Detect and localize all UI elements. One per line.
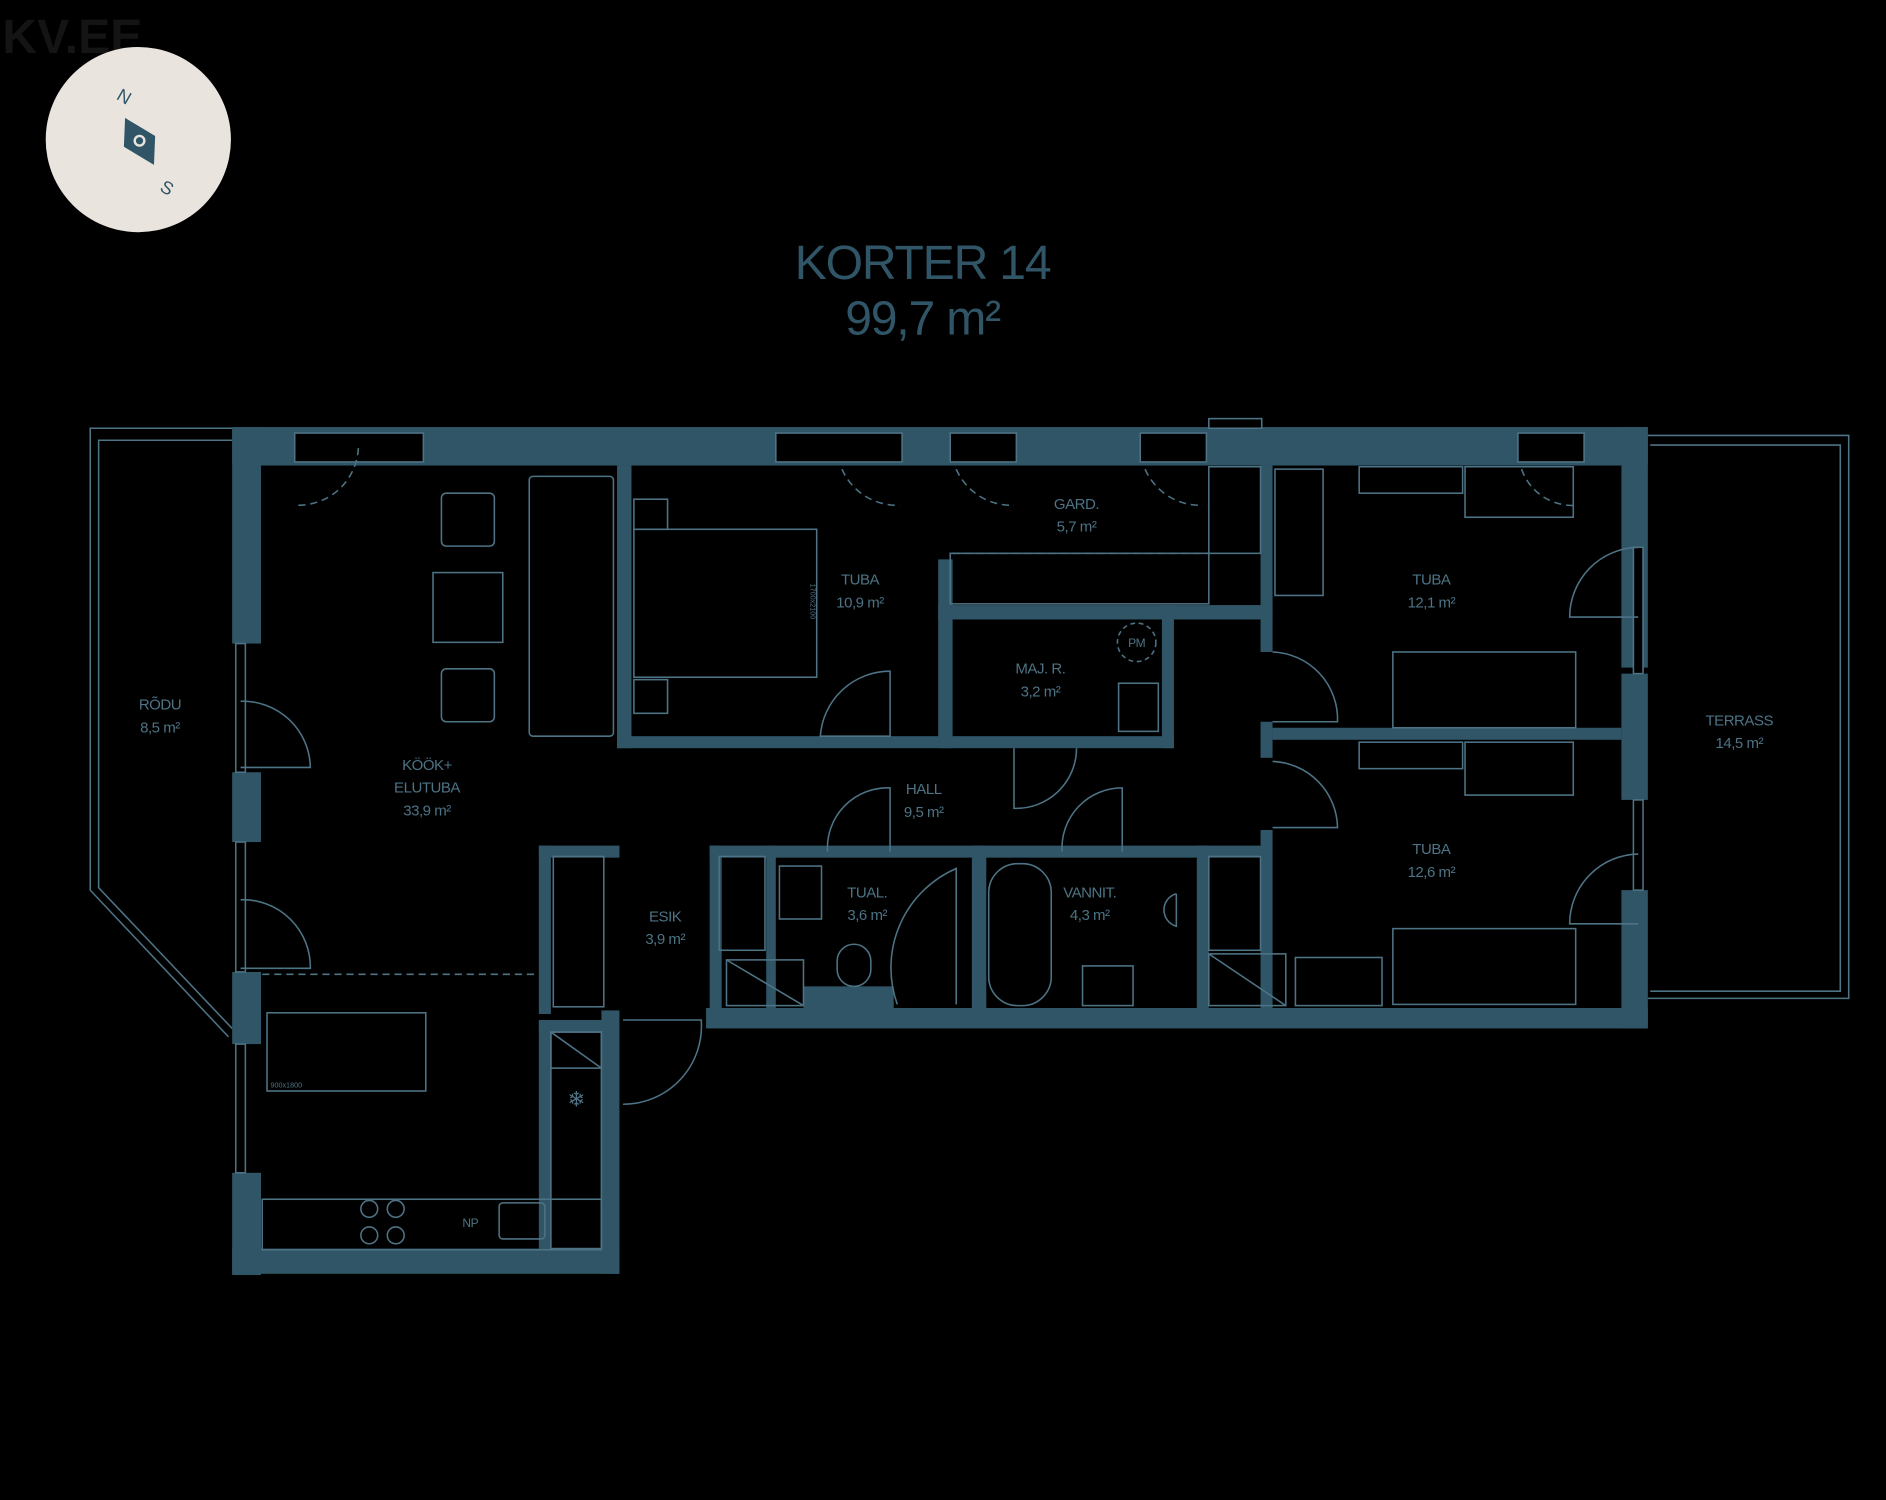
svg-text:8,5 m²: 8,5 m²	[140, 720, 180, 737]
svg-text:TERRASS: TERRASS	[1705, 712, 1773, 729]
svg-text:9,5 m²: 9,5 m²	[904, 804, 944, 821]
furniture: 1700x2100 900x1800 NP ❄ PM	[261, 465, 1577, 1251]
svg-text:5,7 m²: 5,7 m²	[1057, 519, 1097, 536]
svg-text:TUAL.: TUAL.	[847, 884, 887, 901]
room-toilet: TUAL. 3,6 m²	[847, 884, 888, 924]
freezer-icon: ❄	[567, 1087, 585, 1112]
compass: N S	[45, 46, 231, 233]
svg-text:3,2 m²: 3,2 m²	[1021, 683, 1061, 700]
heat-pump-label: PM	[1128, 636, 1146, 650]
svg-text:MAJ. R.: MAJ. R.	[1015, 661, 1065, 678]
bed	[633, 528, 818, 679]
room-terrace: TERRASS 14,5 m²	[1705, 712, 1774, 752]
room-entrance: ESIK 3,9 m²	[645, 908, 686, 948]
dining-table	[266, 1012, 427, 1092]
doors	[240, 445, 1639, 1106]
room-bedroom-2: TUBA 12,1 m²	[1408, 572, 1456, 612]
svg-text:GARD.: GARD.	[1054, 496, 1099, 513]
svg-text:3,6 m²: 3,6 m²	[847, 907, 887, 924]
bed-size-label: 1700x2100	[809, 584, 818, 620]
svg-text:3,9 m²: 3,9 m²	[645, 931, 685, 948]
svg-text:33,9 m²: 33,9 m²	[403, 803, 451, 820]
dishwasher-label: NP	[462, 1216, 478, 1230]
svg-text:KÖÖK+: KÖÖK+	[402, 756, 452, 774]
terrace-outline	[1647, 434, 1850, 1000]
room-rodu: RÕDU 8,5 m²	[139, 697, 182, 737]
apartment-title: KORTER 14	[795, 236, 1051, 290]
svg-text:VANNIT.: VANNIT.	[1063, 884, 1116, 901]
room-utility: MAJ. R. 3,2 m²	[1015, 661, 1066, 701]
svg-text:TUBA: TUBA	[841, 572, 880, 589]
svg-text:TUBA: TUBA	[1412, 572, 1451, 589]
room-bedroom-1: TUBA 10,9 m²	[836, 572, 884, 612]
svg-text:4,3 m²: 4,3 m²	[1070, 907, 1110, 924]
room-hall: HALL 9,5 m²	[904, 781, 945, 821]
svg-text:HALL: HALL	[906, 781, 942, 798]
svg-text:RÕDU: RÕDU	[139, 697, 181, 714]
room-kitchen-living: KÖÖK+ ELUTUBA 33,9 m²	[394, 756, 461, 820]
compass-needle-icon	[123, 117, 156, 165]
balcony-outline	[89, 427, 233, 1038]
windows	[234, 417, 1644, 1174]
svg-text:12,6 m²: 12,6 m²	[1408, 864, 1456, 881]
room-bathroom: VANNIT. 4,3 m²	[1063, 884, 1117, 924]
walls	[232, 427, 1648, 1276]
svg-text:12,1 m²: 12,1 m²	[1408, 594, 1456, 611]
room-wardrobe: GARD. 5,7 m²	[1054, 496, 1100, 536]
svg-text:TUBA: TUBA	[1412, 841, 1451, 858]
room-bedroom-3: TUBA 12,6 m²	[1408, 841, 1456, 881]
room-labels: RÕDU 8,5 m² KÖÖK+ ELUTUBA 33,9 m² TUBA 10,9 …	[139, 496, 1774, 948]
svg-text:14,5 m²: 14,5 m²	[1715, 735, 1763, 752]
svg-text:ESIK: ESIK	[649, 908, 682, 925]
apartment-area: 99,7 m²	[845, 291, 1001, 345]
svg-text:ELUTUBA: ELUTUBA	[394, 780, 460, 797]
sofa	[528, 475, 615, 737]
table-size-label: 900x1800	[270, 1080, 302, 1089]
svg-text:10,9 m²: 10,9 m²	[836, 594, 884, 611]
